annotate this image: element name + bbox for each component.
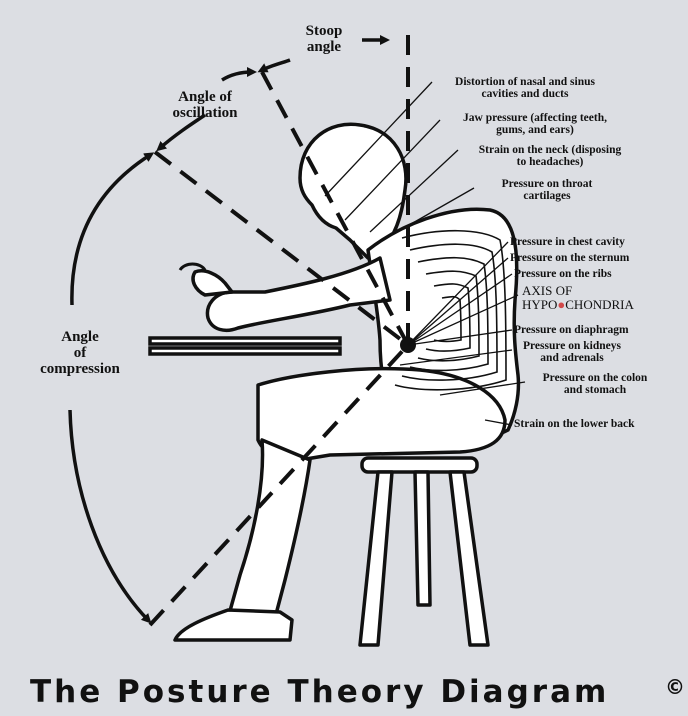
desk [150,338,340,354]
annotation-colon: Pressure on the colon and stomach [525,372,665,396]
annotation-sternum: Pressure on the sternum [510,252,629,264]
annotation-throat-line1: Pressure on throat [472,178,622,190]
annotation-throat: Pressure on throat cartilages [472,178,622,202]
diagram-title: The Posture Theory Diagram [30,674,670,710]
annotation-nasal-sinus-line1: Distortion of nasal and sinus [430,76,620,88]
stool-leg-middle [415,472,430,605]
compression-angle-line3: compression [25,362,135,378]
annotation-jaw-pressure: Jaw pressure (affecting teeth, gums, and… [440,112,630,136]
compression-arc-top [72,155,150,305]
compression-angle-line1: Angle [25,330,135,346]
compression-arc-bottom [70,410,148,620]
axis-label-line1: AXIS OF [522,284,634,298]
hand-shape [193,271,232,295]
annotation-diaphragm: Pressure on diaphragm [514,324,629,336]
annotation-chest-cavity: Pressure in chest cavity [510,236,625,248]
oscillation-angle-line1: Angle of [150,90,260,106]
annotation-nasal-sinus: Distortion of nasal and sinus cavities a… [430,76,620,100]
stool-leg-right [450,472,488,645]
axis-of-hypochondria-label: AXIS OF HYPO●CHONDRIA [522,284,634,311]
stoop-arrow-left [262,60,290,70]
oscillation-arrow-right [222,72,252,80]
stoop-angle-line1: Stoop [288,24,360,40]
stool [360,458,488,645]
oscillation-angle-label: Angle of oscillation [150,90,260,122]
desk-edge [150,348,340,354]
annotation-kidneys-line1: Pressure on kidneys [512,340,632,352]
stool-seat [362,458,477,472]
annotation-jaw-pressure-line2: gums, and ears) [440,124,630,136]
axis-label-part2: CHONDRIA [565,297,634,312]
oscillation-angle-line2: oscillation [150,106,260,122]
annotation-nasal-sinus-line2: cavities and ducts [430,88,620,100]
annotation-throat-line2: cartilages [472,190,622,202]
desk-top [150,338,340,344]
annotation-colon-line1: Pressure on the colon [525,372,665,384]
annotation-neck-strain: Strain on the neck (disposing to headach… [455,144,645,168]
annotation-lower-back: Strain on the lower back [514,418,635,430]
annotation-kidneys: Pressure on kidneys and adrenals [512,340,632,364]
stoop-angle-line2: angle [288,40,360,56]
annotation-ribs: Pressure on the ribs [514,268,612,280]
annotation-colon-line2: and stomach [525,384,665,396]
annotation-kidneys-line2: and adrenals [512,352,632,364]
stoop-angle-label: Stoop angle [288,24,360,56]
annotation-neck-strain-line1: Strain on the neck (disposing [455,144,645,156]
axis-label-line2: HYPO●CHONDRIA [522,298,634,312]
annotation-neck-strain-line2: to headaches) [455,156,645,168]
foot-shape [175,610,292,640]
axis-label-part1: HYPO [522,297,557,312]
stool-leg-left [360,472,392,645]
copyright-icon: © [665,675,685,699]
thigh-shape [258,369,505,460]
arm-shape [207,258,390,330]
compression-angle-line2: of [25,346,135,362]
annotation-jaw-pressure-line1: Jaw pressure (affecting teeth, [440,112,630,124]
compression-angle-label: Angle of compression [25,330,135,377]
